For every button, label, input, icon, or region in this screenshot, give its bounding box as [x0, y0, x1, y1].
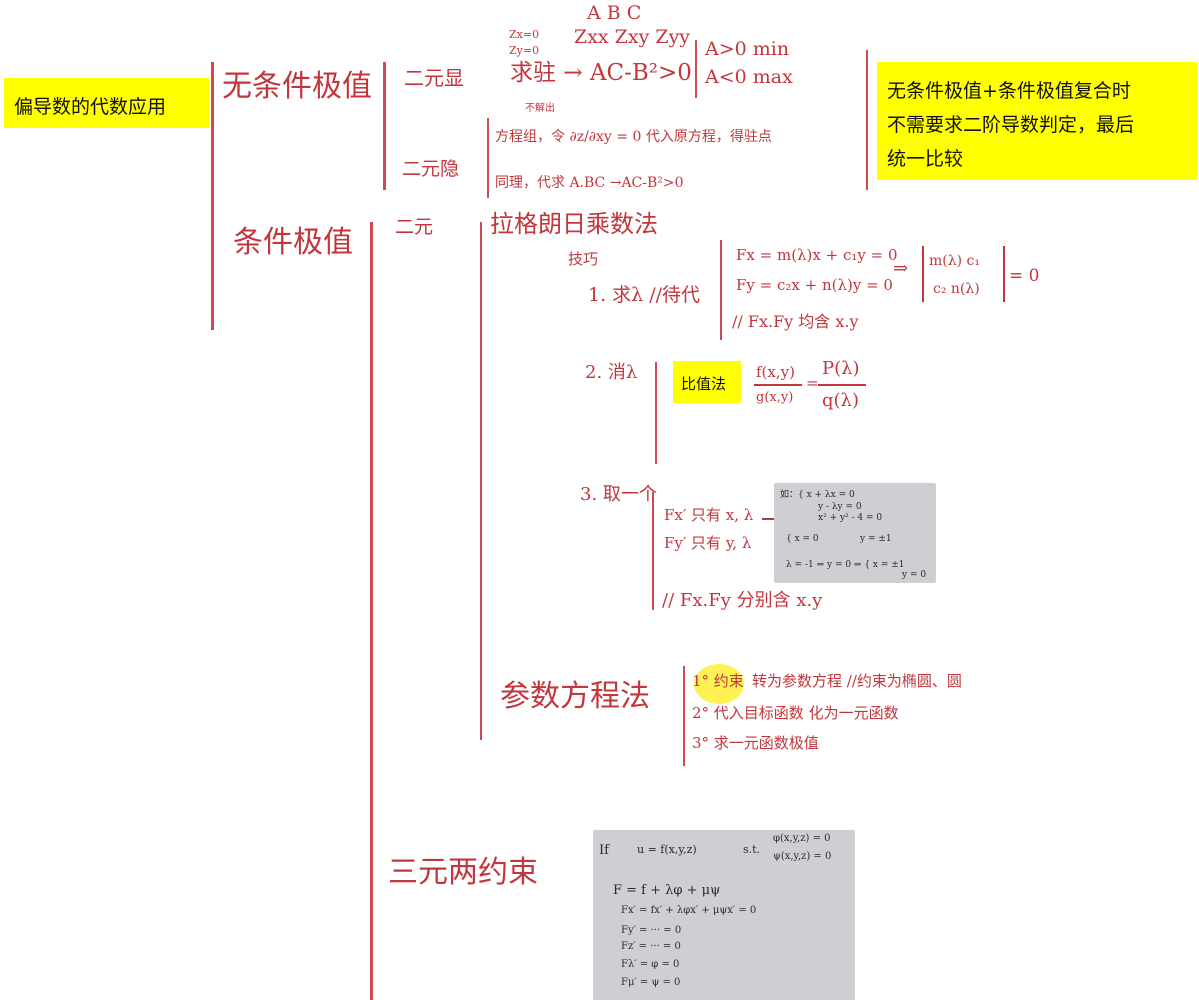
param-step-1b: 转为参数方程 //约束为椭圆、圆	[752, 672, 962, 690]
photo2-fm: Fμ′ = ψ = 0	[621, 977, 681, 988]
two-var-explicit-label: 二元显	[404, 66, 464, 90]
two-var-explicit-bracket	[695, 40, 697, 98]
photo1-line-2: y - λy = 0	[818, 502, 862, 512]
lagrange-title: 拉格朗日乘数法	[490, 210, 658, 238]
abc-label: A B C	[587, 2, 642, 24]
det-equals-zero: = 0	[1009, 266, 1040, 286]
second-partials: Zxx Zxy Zyy	[574, 26, 691, 48]
two-var-bracket-line	[480, 222, 482, 740]
photo1-line-6: λ = -1 ⇒ y = 0 ⇒ { x = ±1	[786, 560, 905, 570]
photo1-line-7: y = 0	[902, 570, 927, 580]
step-1-note: // Fx.Fy 均含 x.y	[732, 312, 859, 331]
ratio-den-right: q(λ)	[822, 390, 859, 411]
implicit-bracket-line	[487, 118, 489, 198]
step-1-label: 1. 求λ //待代	[588, 284, 701, 306]
implicit-step-1: 方程组，令 ∂z/∂xy = 0 代入原方程，得驻点	[495, 129, 772, 145]
photo2-F: F = f + λφ + μψ	[613, 883, 721, 898]
ratio-bar-right	[818, 384, 866, 386]
constraint-highlight	[694, 664, 744, 704]
implicit-step-2: 同理，代求 A.BC →AC-B²>0	[495, 175, 684, 191]
unconditional-title: 无条件极值	[222, 69, 372, 104]
root-bracket-line	[211, 62, 214, 330]
photo1-line-3: x² + y² - 4 = 0	[818, 513, 883, 523]
implicit-label: 二元隐	[402, 158, 460, 180]
ratio-num-right: P(λ)	[822, 358, 860, 379]
two-var-label: 二元	[395, 216, 434, 238]
a-positive-min: A>0 min	[705, 38, 790, 60]
param-step-1a: 1° 约束	[692, 672, 744, 690]
note-bracket-line	[866, 50, 868, 190]
step3-bracket-line	[652, 492, 654, 610]
param-method-title: 参数方程法	[500, 679, 650, 714]
note-box: 无条件极值+条件极值复合时 不需要求二阶导数判定，最后 统一比较	[877, 62, 1197, 180]
param-step-2: 2° 代入目标函数 化为一元函数	[692, 704, 899, 722]
det-right-bar	[1003, 246, 1005, 302]
three-var-title: 三元两约束	[388, 855, 538, 890]
step-3-note: // Fx.Fy 分别含 x.y	[662, 590, 823, 611]
ratio-num-left: f(x,y)	[756, 363, 795, 381]
step-2-label: 2. 消λ	[585, 362, 638, 383]
arrow-to-example	[762, 518, 774, 520]
photo2-fz: Fz′ = ··· = 0	[621, 941, 681, 952]
note-line-2: 不需要求二阶导数判定，最后	[887, 114, 1135, 136]
implies-arrow: ⇒	[893, 258, 909, 279]
root-topic-label: 偏导数的代数应用	[14, 96, 167, 118]
photo1-line-4: { x = 0	[786, 534, 819, 544]
param-step-3: 3° 求一元函数极值	[692, 734, 819, 752]
a-negative-max: A<0 max	[705, 66, 793, 88]
photo2-if: If	[599, 843, 609, 858]
photo2-st: s.t.	[743, 843, 761, 856]
photo2-u: u = f(x,y,z)	[637, 843, 697, 856]
ratio-method-box: 比值法	[673, 361, 741, 403]
unconditional-bracket-line	[383, 62, 386, 190]
example-photo-1: 如：{ x + λx = 0 y - λy = 0 x² + y² - 4 = …	[774, 483, 936, 583]
tips-bracket-line	[720, 240, 722, 340]
note-line-3: 统一比较	[887, 148, 964, 170]
tips-label: 技巧	[568, 250, 599, 268]
photo2-fy: Fy′ = ··· = 0	[621, 925, 682, 936]
photo2-c2: ψ(x,y,z) = 0	[773, 851, 832, 862]
zy-eq: Zy=0	[509, 44, 540, 57]
det-left-bar	[922, 246, 924, 302]
param-bracket-line	[683, 666, 685, 766]
root-topic: 偏导数的代数应用	[4, 78, 209, 128]
step2-bracket-line	[655, 362, 657, 464]
photo2-fx: Fx′ = fx′ + λφx′ + μψx′ = 0	[621, 905, 757, 916]
ratio-den-left: g(x,y)	[756, 390, 794, 405]
ratio-method-label: 比值法	[681, 375, 727, 393]
photo1-line-1: 如：{ x + λx = 0	[780, 490, 855, 500]
fy-equation: Fy = c₂x + n(λ)y = 0	[736, 276, 893, 294]
ratio-equals: =	[806, 374, 819, 392]
photo2-c1: φ(x,y,z) = 0	[773, 833, 831, 844]
det-row-2: c₂ n(λ)	[933, 281, 980, 297]
photo2-fl: Fλ′ = φ = 0	[621, 959, 680, 970]
note-line-1: 无条件极值+条件极值复合时	[887, 80, 1131, 102]
fy-only-y: Fy′ 只有 y, λ	[664, 534, 752, 552]
fx-equation: Fx = m(λ)x + c₁y = 0	[736, 246, 898, 264]
example-photo-2: If u = f(x,y,z) s.t. φ(x,y,z) = 0 ψ(x,y,…	[593, 830, 855, 1000]
det-row-1: m(λ) c₁	[929, 253, 980, 269]
ratio-bar-left	[754, 384, 802, 386]
implicit-note: 不解出	[525, 103, 555, 114]
photo1-line-5: y = ±1	[860, 534, 892, 544]
conditional-bracket-line	[370, 222, 373, 1000]
fx-only-x: Fx′ 只有 x, λ	[664, 506, 754, 524]
conditional-title: 条件极值	[233, 225, 353, 260]
zx-eq: Zx=0	[509, 28, 540, 41]
step-3-label: 3. 取一个	[580, 484, 657, 505]
two-var-explicit-step: 求驻 → AC-B²>0	[510, 60, 692, 86]
